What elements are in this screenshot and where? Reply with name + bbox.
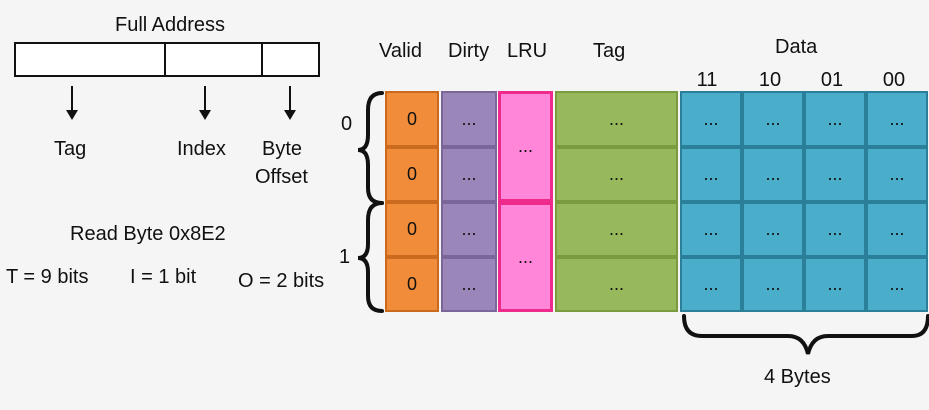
set-0-label: 0 <box>341 113 353 135</box>
data-cell-10: ... <box>742 91 804 147</box>
data-cell-00: ... <box>866 91 928 147</box>
valid-cell: 0 <box>385 147 439 202</box>
read-request-label: Read Byte 0x8E2 <box>70 223 226 245</box>
dirty-cell: ... <box>441 257 497 312</box>
dirty-cell: ... <box>441 202 497 257</box>
byte-offset-label-line2: Offset <box>255 166 308 188</box>
full-address-title: Full Address <box>115 14 226 36</box>
offset-header-01: 01 <box>820 69 844 91</box>
lru-header: LRU <box>507 40 548 62</box>
data-cell-00: ... <box>866 257 928 312</box>
data-cell-01: ... <box>804 257 866 312</box>
index-arrow <box>199 86 211 120</box>
data-cell-11: ... <box>680 257 742 312</box>
tag-header: Tag <box>593 40 626 62</box>
data-cell-11: ... <box>680 91 742 147</box>
data-cell-11: ... <box>680 147 742 202</box>
set-1-label: 1 <box>339 246 351 268</box>
data-cell-10: ... <box>742 257 804 312</box>
full-address-box <box>14 42 320 77</box>
index-field-label: Index <box>177 138 226 160</box>
tag-bits-label: T = 9 bits <box>6 266 89 288</box>
data-cell-01: ... <box>804 202 866 257</box>
data-cell-01: ... <box>804 91 866 147</box>
tag-cell: ... <box>555 147 678 202</box>
set0-brace <box>357 91 384 205</box>
data-cell-11: ... <box>680 202 742 257</box>
offset-header-11: 11 <box>696 69 718 91</box>
lru-cell-set-0: ... <box>498 91 553 202</box>
valid-header: Valid <box>379 40 422 62</box>
tag-cell: ... <box>555 202 678 257</box>
bytes-brace <box>682 314 929 355</box>
dirty-cell: ... <box>441 91 497 147</box>
bytes-label: 4 Bytes <box>764 366 831 388</box>
data-cell-10: ... <box>742 202 804 257</box>
lru-cell-set-1: ... <box>498 202 553 312</box>
data-cell-01: ... <box>804 147 866 202</box>
index-bits-label: I = 1 bit <box>130 266 197 288</box>
data-header: Data <box>775 36 818 58</box>
set1-brace <box>357 201 384 313</box>
offset-arrow <box>284 86 296 120</box>
data-cell-00: ... <box>866 202 928 257</box>
tag-field-label: Tag <box>54 138 87 160</box>
tag-arrow <box>66 86 78 120</box>
offset-header-10: 10 <box>758 69 782 91</box>
offset-bits-label: O = 2 bits <box>238 270 325 292</box>
tag-cell: ... <box>555 91 678 147</box>
valid-cell: 0 <box>385 257 439 312</box>
offset-header-00: 00 <box>882 69 906 91</box>
byte-offset-label-line1: Byte <box>262 138 303 160</box>
valid-cell: 0 <box>385 202 439 257</box>
dirty-cell: ... <box>441 147 497 202</box>
data-cell-10: ... <box>742 147 804 202</box>
valid-cell: 0 <box>385 91 439 147</box>
data-cell-00: ... <box>866 147 928 202</box>
dirty-header: Dirty <box>448 40 490 62</box>
tag-cell: ... <box>555 257 678 312</box>
